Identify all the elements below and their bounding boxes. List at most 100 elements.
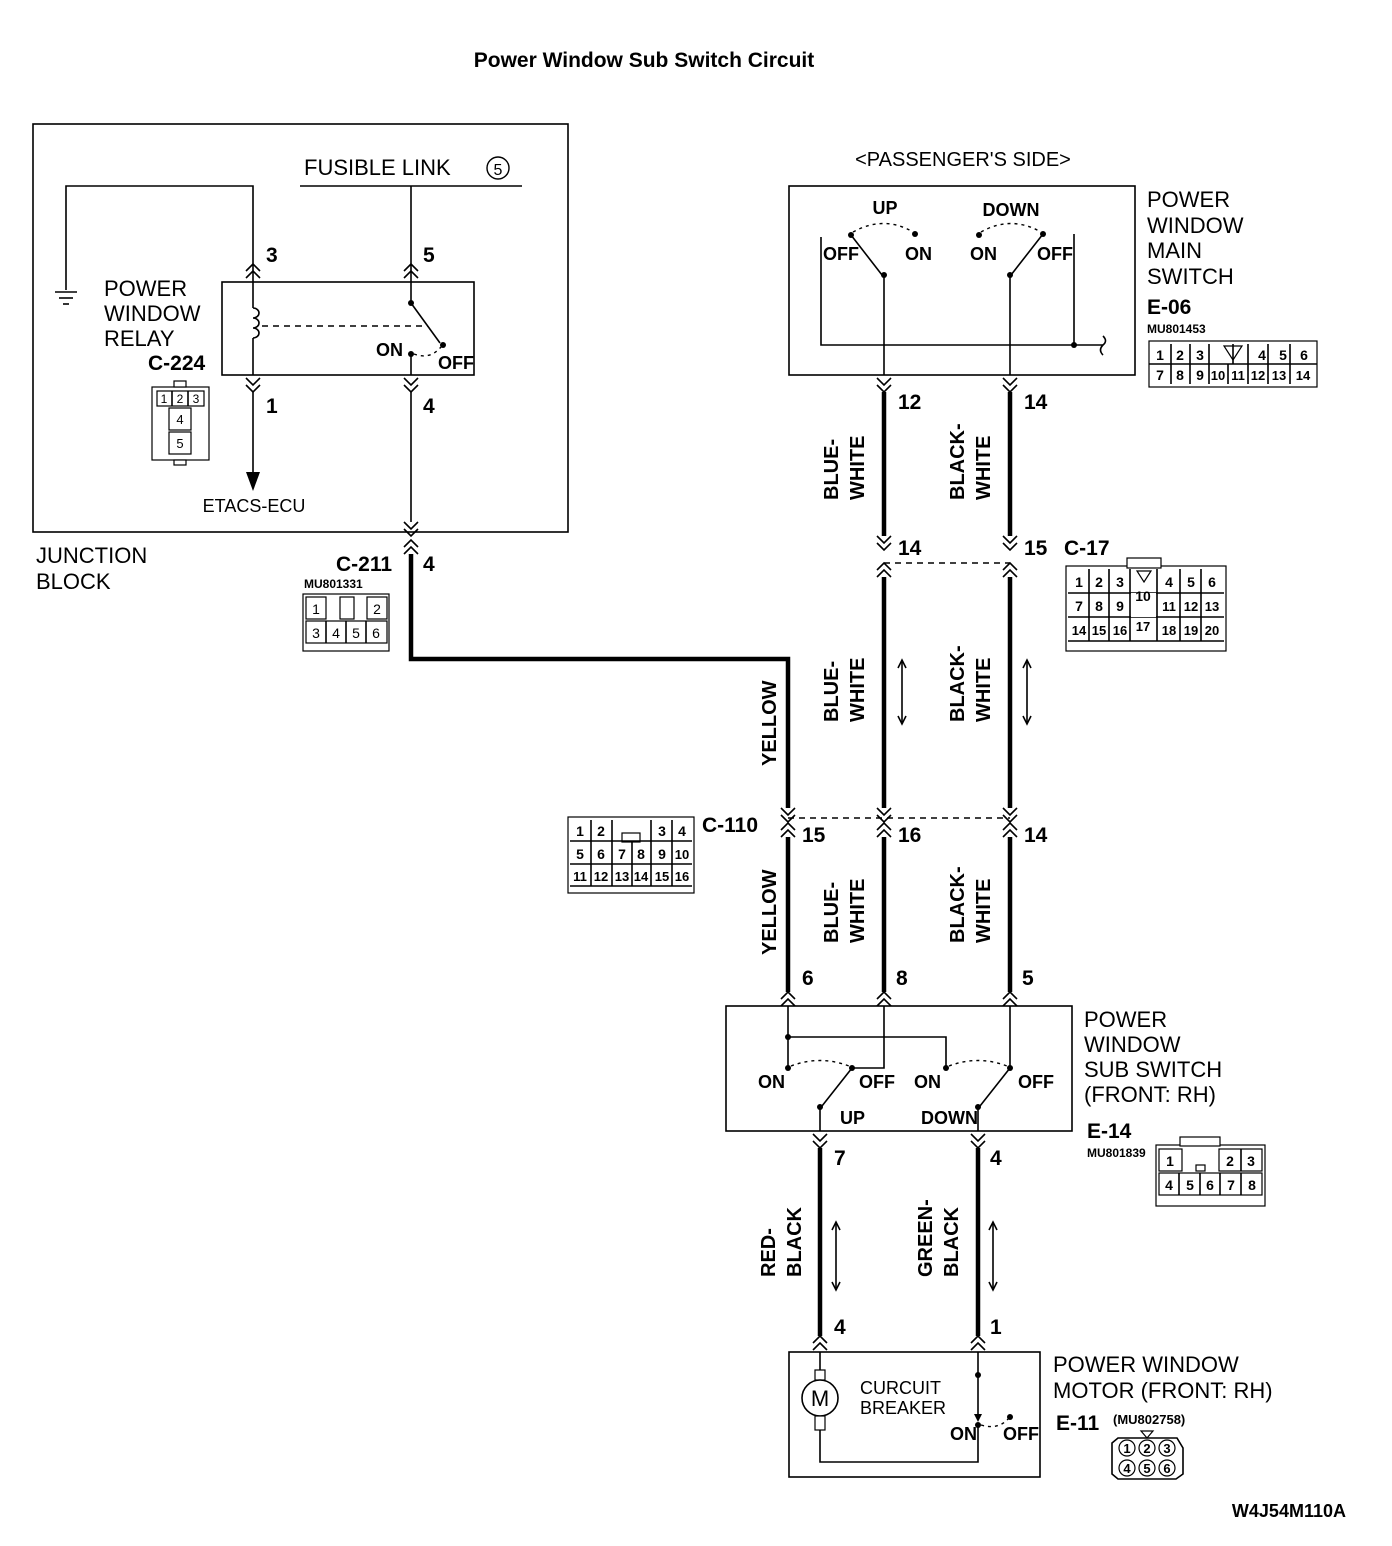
c17-cell-13: 13 xyxy=(1205,599,1219,614)
main-switch-connector: E-06 xyxy=(1147,296,1191,319)
wire-black-white-2-label-a: BLACK- xyxy=(947,645,969,722)
main-switch-down-contacts xyxy=(976,222,1046,375)
wire-black-white-1-label-a: BLACK- xyxy=(947,423,969,500)
etacs-label: ETACS-ECU xyxy=(203,496,306,516)
c17-cell-20: 20 xyxy=(1205,623,1219,638)
c110-cell-7: 7 xyxy=(618,846,626,862)
wire-blue-white-1-label-a: BLUE- xyxy=(821,439,843,500)
c224-connector-face xyxy=(151,380,210,466)
wire-yellow-upper xyxy=(408,554,791,808)
c110-cell-16: 16 xyxy=(675,869,689,884)
main-switch-pin-12: 12 xyxy=(898,391,921,414)
wire-red-black-label-b: BLACK xyxy=(784,1206,806,1277)
sub-switch-part: MU801839 xyxy=(1087,1146,1146,1160)
breaker-on: ON xyxy=(950,1424,977,1444)
e06-cell-10: 10 xyxy=(1211,368,1225,383)
e06-cell-9: 9 xyxy=(1196,367,1204,383)
sub-switch-down-contacts xyxy=(943,1059,1013,1131)
c17-cell-8: 8 xyxy=(1095,598,1103,614)
c211-cell-5: 5 xyxy=(352,625,360,641)
relay-off-label: OFF xyxy=(438,353,474,373)
sub-switch-pin-5: 5 xyxy=(1022,967,1034,990)
c17-label: C-17 xyxy=(1064,537,1110,560)
e14-cell-8: 8 xyxy=(1248,1177,1256,1193)
breaker-label-2: BREAKER xyxy=(860,1398,946,1418)
c211-connector-face xyxy=(302,593,390,652)
e06-connector-face xyxy=(1148,340,1318,388)
main-switch-on-left: ON xyxy=(905,244,932,264)
sub-switch-on-right: ON xyxy=(914,1072,941,1092)
c17-cell-4: 4 xyxy=(1165,574,1173,590)
main-switch-part: MU801453 xyxy=(1147,322,1206,336)
c17-pin-15: 15 xyxy=(1024,537,1048,560)
sub-switch-up: UP xyxy=(840,1108,865,1128)
connector-arrow-icon xyxy=(812,1334,986,1351)
sub-switch-connector: E-14 xyxy=(1087,1120,1132,1143)
c110-cell-15: 15 xyxy=(655,869,669,884)
c17-cell-7: 7 xyxy=(1075,598,1083,614)
e06-cell-4: 4 xyxy=(1258,347,1266,363)
sub-switch-label-4: (FRONT: RH) xyxy=(1084,1082,1216,1107)
sub-switch-label-2: WINDOW xyxy=(1084,1032,1181,1057)
wire-blue-white-3-label-b: WHITE xyxy=(847,879,869,943)
e06-cell-8: 8 xyxy=(1176,367,1184,383)
bidirectional-arrow-icon xyxy=(831,1220,841,1292)
junction-block-label-2: BLOCK xyxy=(36,569,111,594)
e06-cell-12: 12 xyxy=(1251,368,1265,383)
c110-cell-12: 12 xyxy=(594,869,608,884)
c17-cell-5: 5 xyxy=(1187,574,1195,590)
etacs-arrow-icon xyxy=(246,472,260,491)
c224-cell-1: 1 xyxy=(161,392,168,406)
relay-on-label: ON xyxy=(376,340,403,360)
c110-cell-9: 9 xyxy=(658,846,666,862)
motor-symbol: M xyxy=(811,1386,829,1411)
bidirectional-arrow-icon xyxy=(1022,658,1032,726)
sub-switch-off-right: OFF xyxy=(1018,1072,1054,1092)
wire-blue-white-2-label-a: BLUE- xyxy=(821,661,843,722)
wire-black-white-3-label-b: WHITE xyxy=(973,879,995,943)
c110-cell-10: 10 xyxy=(675,847,689,862)
wire-black-white-3-label-a: BLACK- xyxy=(947,866,969,943)
relay-pin-1: 1 xyxy=(266,395,278,418)
c110-cell-6: 6 xyxy=(597,846,605,862)
c17-cell-11: 11 xyxy=(1162,599,1176,614)
main-switch-on-right: ON xyxy=(970,244,997,264)
breaker-label-1: CURCUIT xyxy=(860,1378,941,1398)
motor-label-1: POWER WINDOW xyxy=(1053,1352,1239,1377)
c17-cell-12: 12 xyxy=(1184,599,1198,614)
e06-cell-3: 3 xyxy=(1196,347,1204,363)
c110-cell-8: 8 xyxy=(637,846,645,862)
ground-icon xyxy=(55,291,77,305)
e14-cell-2: 2 xyxy=(1226,1153,1234,1169)
figure-code: W4J54M110A xyxy=(1232,1501,1346,1521)
main-switch-down: DOWN xyxy=(983,200,1040,220)
e11-connector-face xyxy=(1111,1430,1184,1480)
c224-cell-4: 4 xyxy=(176,412,183,427)
wire-green-black-label-b: BLACK xyxy=(941,1206,963,1277)
e14-cell-4: 4 xyxy=(1165,1177,1173,1193)
wire-blue-white-3-label-a: BLUE- xyxy=(821,882,843,943)
c17-cell-15: 15 xyxy=(1092,623,1106,638)
main-switch-off-right: OFF xyxy=(1037,244,1073,264)
relay-label-3: RELAY xyxy=(104,326,175,351)
c224-cell-2: 2 xyxy=(177,392,184,406)
c110-label: C-110 xyxy=(702,814,758,837)
bidirectional-arrow-icon xyxy=(988,1220,998,1292)
relay-label-1: POWER xyxy=(104,276,187,301)
wire-green-black-label-a: GREEN- xyxy=(915,1199,937,1277)
c110-cell-13: 13 xyxy=(615,869,629,884)
sub-switch-down: DOWN xyxy=(921,1108,978,1128)
wire-yellow-lower-label: YELLOW xyxy=(759,869,781,955)
sub-switch-up-contacts xyxy=(785,1059,855,1131)
e11-cell-6: 6 xyxy=(1163,1461,1170,1476)
fusible-link-number-circle xyxy=(486,156,510,180)
e11-cell-5: 5 xyxy=(1143,1461,1150,1476)
coil-icon xyxy=(252,307,260,339)
c17-cell-6: 6 xyxy=(1208,574,1216,590)
connector-arrow-icon xyxy=(245,262,419,394)
junction-block-box xyxy=(32,123,569,533)
c17-cell-1: 1 xyxy=(1075,574,1083,590)
main-switch-box xyxy=(788,185,1136,376)
connector-arrow-icon xyxy=(403,521,419,555)
breaker-icon xyxy=(974,1352,1013,1435)
